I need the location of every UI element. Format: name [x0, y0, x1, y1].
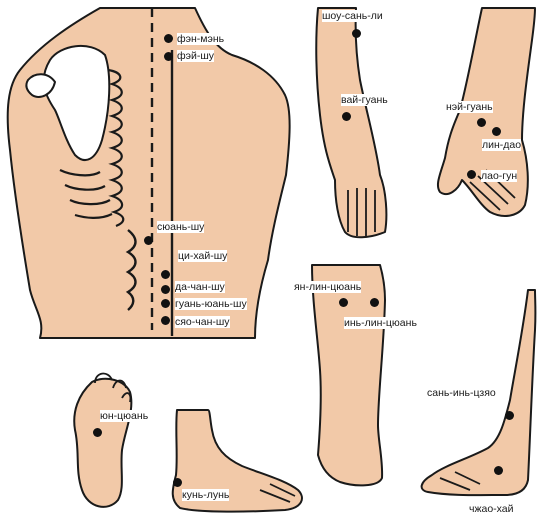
- point-kun-lun: [173, 478, 182, 487]
- label-san-yin-jiao: сань-инь-цзяо: [427, 387, 496, 399]
- point-shou-san-li: [352, 29, 361, 38]
- point-xuan-shu: [144, 236, 153, 245]
- point-nei-guan: [477, 118, 486, 127]
- foot-figure: [171, 409, 303, 513]
- label-fei-shu: фэй-шу: [177, 50, 215, 62]
- point-guan-yuan-shu: [161, 299, 170, 308]
- toes-leg: [439, 471, 481, 491]
- point-yong-quan: [93, 428, 102, 437]
- point-fen-men: [164, 34, 173, 43]
- leg-figure-2: [420, 289, 537, 497]
- label-yang-ling-quan: ян-лин-цюань: [294, 281, 362, 293]
- point-wai-guan: [342, 112, 351, 121]
- label-yin-ling-quan: инь-лин-цюань: [344, 317, 417, 329]
- label-da-chang-shu: да-чан-шу: [175, 281, 225, 293]
- shoulder-shape: [25, 73, 56, 98]
- point-da-chang-shu: [161, 285, 170, 294]
- label-xiao-chang-shu: сяо-чан-шу: [175, 316, 230, 328]
- label-qi-hai-shu: ци-хай-шу: [178, 250, 228, 262]
- label-guan-yuan-shu: гуань-юань-шу: [175, 298, 247, 310]
- toes-foot: [259, 483, 296, 503]
- arm-figure-1: [315, 7, 388, 239]
- label-wai-guan: вай-гуань: [341, 94, 388, 106]
- label-lao-gong: лао-гун: [481, 170, 518, 182]
- point-zhao-hai: [494, 466, 503, 475]
- point-ling-dao: [492, 127, 501, 136]
- point-xiao-chang-shu: [161, 316, 170, 325]
- point-qi-hai-shu: [161, 270, 170, 279]
- label-fen-men: фэн-мэнь: [177, 33, 225, 45]
- fingers-1: [347, 188, 376, 236]
- back-figure: [6, 7, 291, 339]
- ribs-left: [59, 169, 113, 219]
- point-fei-shu: [164, 52, 173, 61]
- spine-curve: [125, 229, 137, 311]
- point-lao-gong: [467, 170, 476, 179]
- label-xuan-shu: сюань-шу: [157, 221, 205, 233]
- label-zhao-hai: чжао-хай: [469, 503, 514, 515]
- scapula-shape: [42, 44, 111, 161]
- point-san-yin-jiao: [505, 411, 514, 420]
- label-ling-dao: лин-дао: [482, 139, 522, 151]
- point-yin-ling-quan: [370, 298, 379, 307]
- label-yong-quan: юн-цюань: [100, 410, 149, 422]
- label-kun-lun: кунь-лунь: [182, 489, 230, 501]
- label-nei-guan: нэй-гуань: [446, 101, 493, 113]
- ribs: [107, 68, 125, 228]
- toes-sole: [94, 372, 132, 403]
- point-yang-ling-quan: [339, 298, 348, 307]
- label-shou-san-li: шоу-сань-ли: [322, 10, 383, 22]
